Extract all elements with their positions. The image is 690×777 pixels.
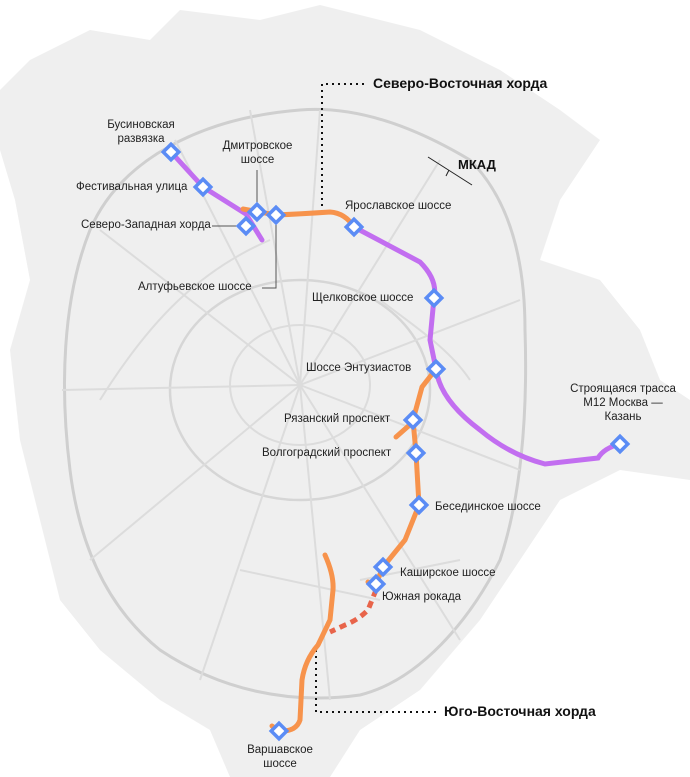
label-festivalnaya: Фестивальная улица: [76, 181, 188, 193]
label-szh: Северо-Западная хорда: [81, 219, 211, 231]
label-ryazansky: Рязанский проспект: [284, 413, 391, 425]
title-pointers: [315, 83, 440, 713]
station-marker-festivalnaya: [192, 176, 214, 198]
station-marker-volgogradsky: [405, 442, 427, 464]
label-entuziastov: Шоссе Энтузиастов: [306, 362, 412, 374]
label-besedinskoe: Бесединское шоссе: [435, 501, 541, 513]
station-marker-dmitrovskoe: [246, 201, 268, 223]
title-south-east-chord: Юго-Восточная хорда: [444, 703, 596, 719]
roads: [61, 109, 521, 701]
route-planned-dashed: [328, 589, 379, 635]
label-businovskaya: Бусиновская развязка: [107, 119, 175, 145]
label-altufyevskoe: Алтуфьевское шоссе: [138, 281, 252, 293]
label-kashirskoe: Каширское шоссе: [400, 567, 496, 579]
station-marker-yuzhnaya: [365, 573, 387, 595]
mkad-pointer: [427, 156, 473, 186]
station-marker-varshavskoe: [268, 720, 290, 742]
station-marker-entuziastov: [425, 358, 447, 380]
label-dmitrovskoe: Дмитровское шоссе: [222, 140, 293, 166]
title-north-east-chord: Северо-Восточная хорда: [373, 75, 548, 91]
route-north-east-purple: [351, 224, 623, 467]
label-yuzhnaya: Южная рокада: [382, 591, 462, 603]
station-marker-ryazansky: [402, 409, 424, 431]
station-marker-businovskaya: [160, 141, 182, 163]
station-marker-szh: [235, 215, 257, 237]
stations: [160, 141, 631, 742]
station-marker-besedinskoe: [408, 494, 430, 516]
label-m12: Строящаяся трасса М12 Москва — Казань: [570, 383, 676, 423]
station-marker-m12: [609, 433, 631, 455]
station-marker-yaroslavskoe: [343, 216, 365, 238]
label-yaroslavskoe: Ярославское шоссе: [345, 200, 452, 212]
leader-lines: [212, 170, 277, 289]
third-ring: [168, 278, 432, 502]
label-shchelkovskoe: Щелковское шоссе: [312, 292, 414, 304]
label-varshavskoe: Варшавское шоссе: [247, 744, 313, 770]
city-area: [0, 5, 690, 777]
label-mkad: МКАД: [458, 157, 496, 172]
mkad-ring: [63, 107, 528, 700]
garden-ring: [229, 324, 371, 446]
station-marker-kashirskoe: [372, 556, 394, 578]
label-volgogradsky: Волгоградский проспект: [262, 447, 392, 459]
route-varshavskoe: [269, 552, 336, 734]
station-marker-shchelkovskoe: [423, 287, 445, 309]
station-marker-altufyevskoe: [265, 204, 287, 226]
